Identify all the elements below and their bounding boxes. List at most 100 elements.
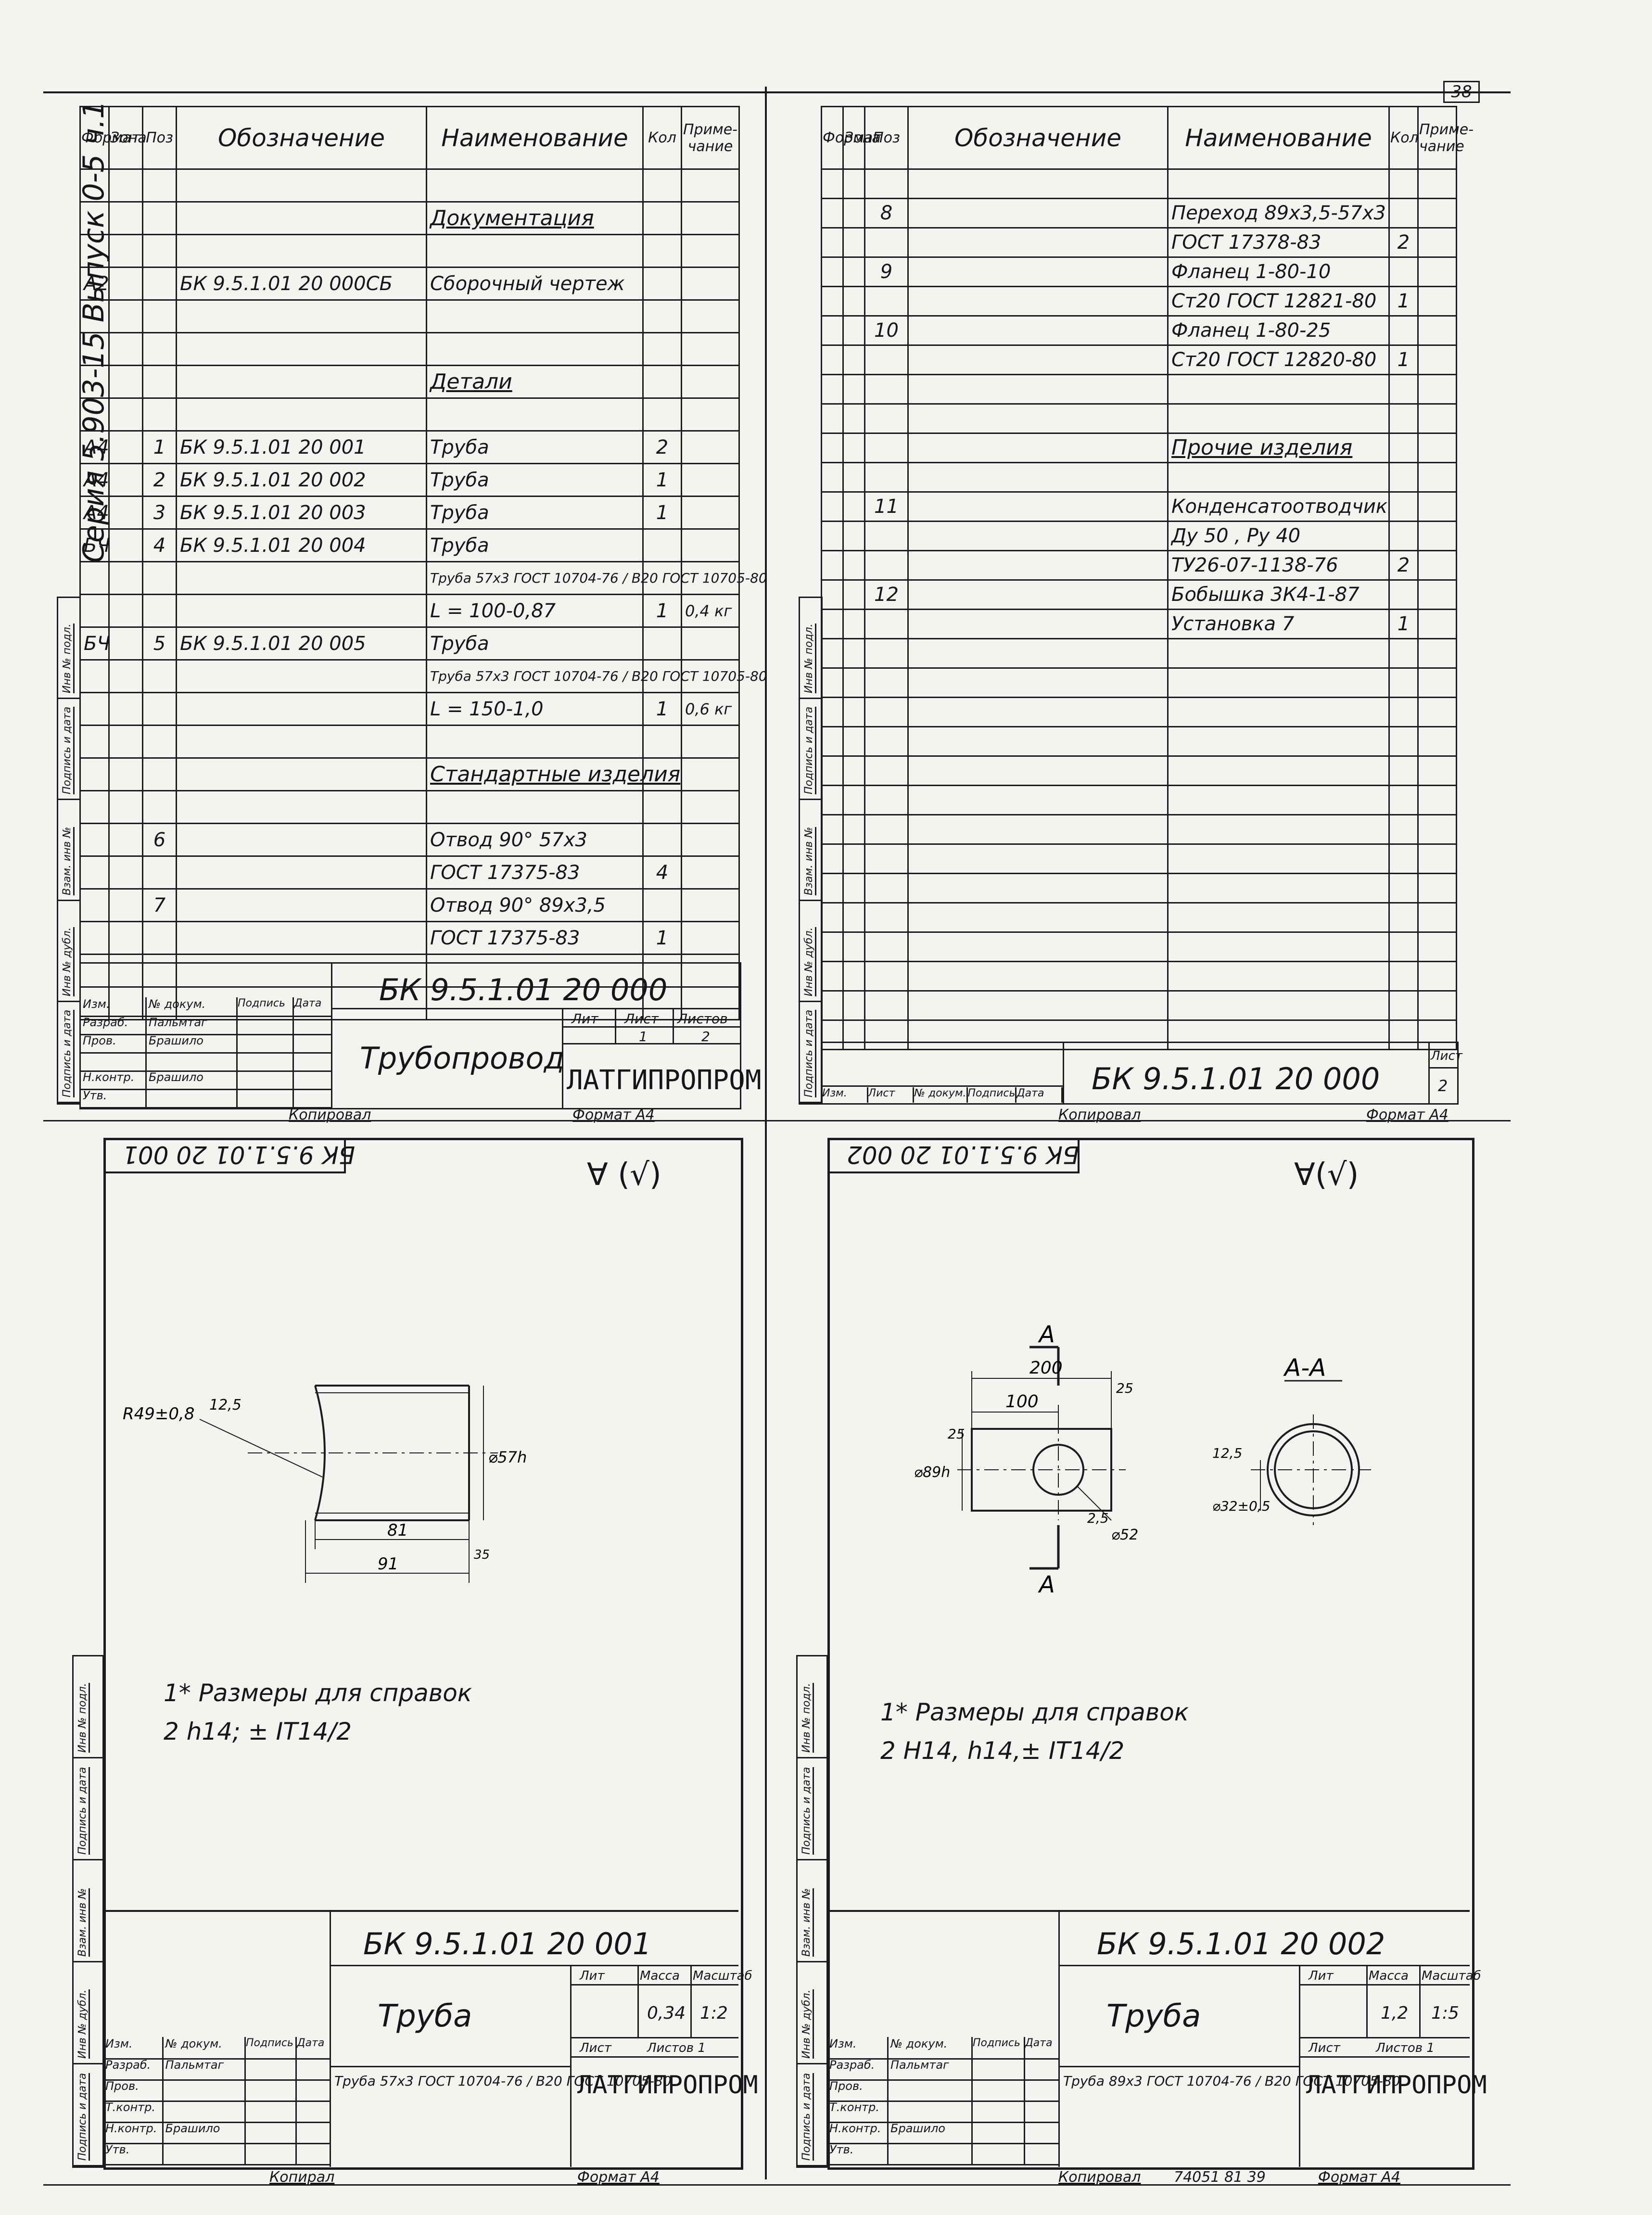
spec-cell-qty <box>642 397 682 432</box>
spec-cell-name: Бобышка 3К4-1-87 <box>1167 579 1390 610</box>
spec-cell-zone <box>842 843 865 874</box>
spec-header-cell: Поз <box>864 106 909 170</box>
spec-cell-pos <box>142 201 177 235</box>
spec-cell-code <box>907 579 1169 610</box>
spec-cell-qty <box>1388 785 1419 815</box>
spec-cell-fmt <box>821 755 844 786</box>
title-block-date: Дата <box>297 2037 325 2049</box>
spec-cell-qty <box>1388 755 1419 786</box>
spec-cell-note <box>1417 227 1457 258</box>
title-block-sign <box>246 2122 297 2143</box>
spec-cell-qty <box>642 954 682 988</box>
spec-cell-code <box>907 462 1169 493</box>
spec-cell-zone <box>842 374 865 405</box>
spec-cell-pos <box>864 961 909 992</box>
title-block-sign <box>973 2058 1025 2079</box>
spec-cell-code <box>907 726 1169 757</box>
title-block-date <box>294 1016 331 1034</box>
spec-cell-zone <box>842 550 865 581</box>
spec-cell-pos: 1 <box>142 430 177 464</box>
sheet-number-box: 38 <box>1443 81 1480 103</box>
section-label: А-А <box>1283 1354 1326 1382</box>
title-block-sign <box>238 1034 294 1052</box>
spec-cell-note <box>1417 931 1457 962</box>
spec-cell-pos <box>864 286 909 317</box>
spec-cell-fmt <box>79 757 110 791</box>
spec-cell-zone <box>108 692 143 726</box>
spec-cell-note <box>681 757 740 791</box>
spec-row <box>821 374 1457 405</box>
spec-cell-fmt <box>821 1019 844 1050</box>
spec-row <box>79 299 740 333</box>
spec-cell-pos <box>864 344 909 375</box>
side-strip-label: Подпись и дата <box>61 1009 75 1097</box>
spec-cell-note <box>681 528 740 562</box>
spec-cell-pos <box>864 697 909 727</box>
spec-row <box>79 234 740 268</box>
side-strip-label: Инв № дубл. <box>61 927 75 996</box>
title-block-person: Пальмтаг <box>147 1016 238 1034</box>
spec-cell-note <box>1417 286 1457 317</box>
side-strip-cell: Взам. инв № <box>58 800 79 901</box>
title-block-sign: Подпись <box>246 2037 297 2058</box>
spec-cell-qty: 4 <box>642 855 682 890</box>
spec-cell-note <box>1417 256 1457 287</box>
right-tb-label: № докум. <box>914 1087 968 1103</box>
title-block-person: № докум. <box>164 2037 246 2058</box>
spec-cell-pos <box>864 785 909 815</box>
title-block-row: Н.контр.Брашило <box>827 2122 1058 2144</box>
drawing-001-org: ЛАТГИПРОПРОМ <box>577 2071 758 2100</box>
right-sheet-no: 2 <box>1438 1077 1448 1095</box>
side-strip-label: Подпись и дата <box>801 2073 814 2161</box>
spec-row <box>821 697 1457 727</box>
title-block-row: Утв. <box>103 2143 330 2165</box>
spec-cell-name <box>1167 1019 1390 1050</box>
spec-cell-pos <box>864 1019 909 1050</box>
spec-cell-name <box>1167 990 1390 1021</box>
spec-cell-fmt <box>821 315 844 346</box>
spec-row <box>79 725 740 759</box>
spec-cell-pos <box>864 931 909 962</box>
d001-mass-label: Масса <box>640 1969 680 1983</box>
spec-cell-zone <box>108 397 143 432</box>
spec-cell-zone <box>108 725 143 759</box>
spec-cell-zone <box>842 697 865 727</box>
spec-cell-zone <box>842 726 865 757</box>
spec-cell-note <box>681 790 740 824</box>
spec-cell-name <box>1167 843 1390 874</box>
spec-cell-zone <box>108 332 143 366</box>
spec-cell-pos <box>864 873 909 904</box>
spec-cell-qty <box>1388 990 1419 1021</box>
spec-cell-fmt <box>79 954 110 988</box>
title-block-sign <box>238 1070 294 1089</box>
spec-cell-name: ГОСТ 17375-83 <box>426 855 644 890</box>
spec-cell-code <box>907 755 1169 786</box>
side-strip-label: Взам. инв № <box>61 827 75 895</box>
copied-by-d001: Копирал <box>269 2169 335 2186</box>
spec-header-cell: Поз <box>142 106 177 170</box>
spec-header-cell: Наименование <box>1167 106 1390 170</box>
title-block-person <box>889 2143 973 2164</box>
spec-cell-zone <box>108 463 143 497</box>
side-strip-label: Взам. инв № <box>76 1888 90 1957</box>
spec-cell-zone <box>108 528 143 562</box>
spec-cell-code <box>907 315 1169 346</box>
spec-cell-fmt <box>821 667 844 698</box>
dim-half-002: 100 <box>1005 1392 1039 1412</box>
spec-cell-fmt: А4 <box>79 463 110 497</box>
side-strip-cell: Инв № подл. <box>798 1656 826 1758</box>
spec-cell-code <box>176 823 427 857</box>
center-divider <box>765 87 767 2179</box>
spec-cell-name <box>426 397 644 432</box>
spec-cell-qty <box>1388 579 1419 610</box>
spec-cell-pos: 4 <box>142 528 177 562</box>
spec-cell-fmt <box>821 609 844 639</box>
spec-cell-qty <box>1388 814 1419 845</box>
